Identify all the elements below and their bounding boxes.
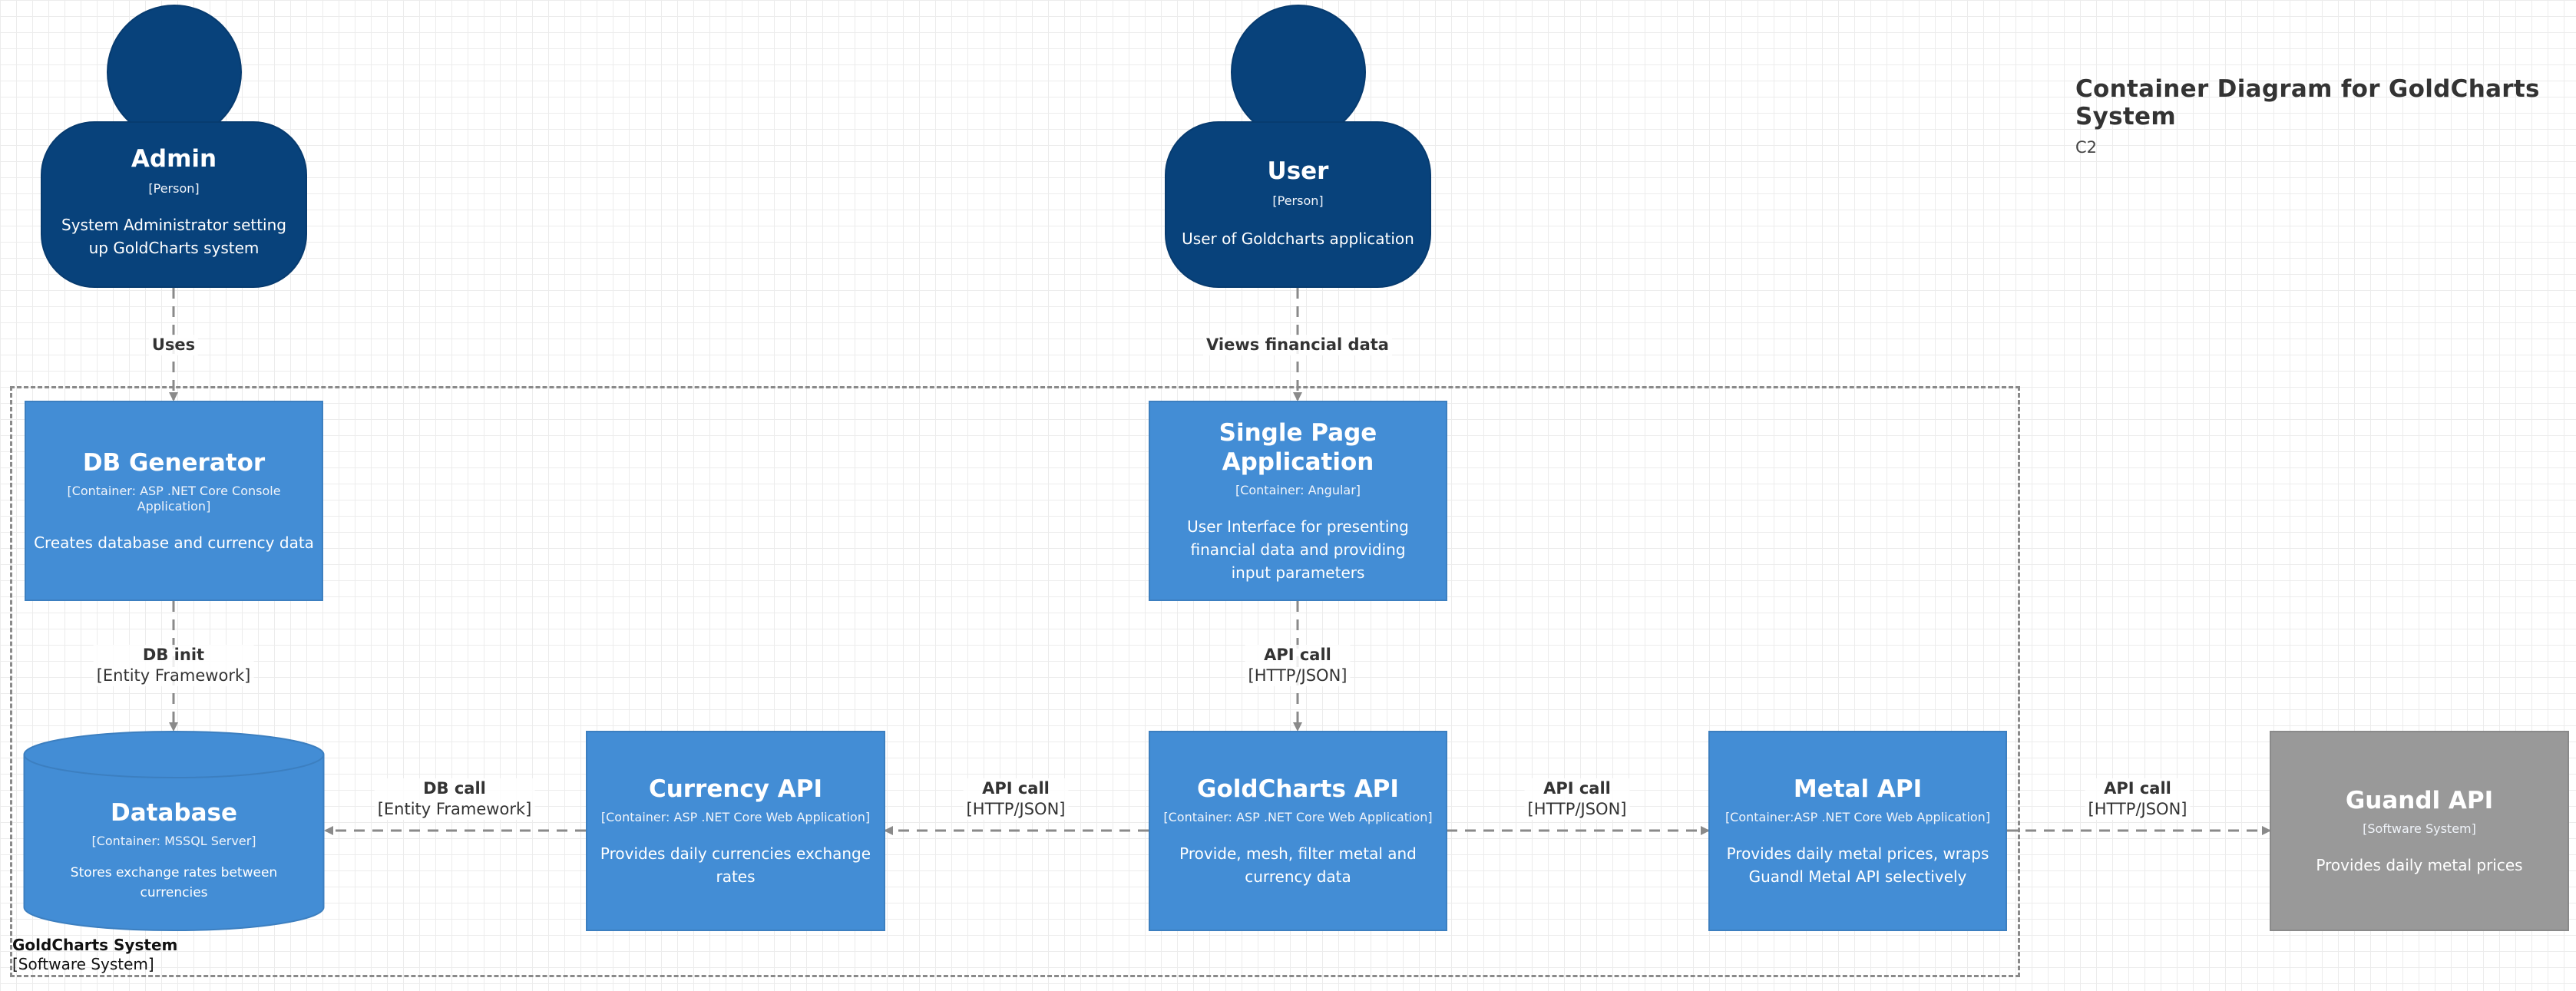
spa-type: [Container: Angular] (1235, 482, 1361, 497)
db-generator-name: DB Generator (82, 448, 266, 477)
spa-name: Single Page Application (1219, 418, 1377, 476)
user-person-head (1231, 5, 1366, 140)
edge-label-text: Views financial data (1206, 335, 1389, 354)
database-cylinder-icon[interactable] (23, 730, 325, 932)
edge-label-user-views: Views financial data (1203, 335, 1392, 355)
spa-description: User Interface for presenting financial … (1187, 517, 1409, 582)
database-description: Stores exchange rates between currencies (70, 865, 278, 900)
edge-label-text: API call (2104, 779, 2171, 798)
edge-label-db-init: DB init [Entity Framework] (93, 645, 254, 686)
edge-label-tech: [HTTP/JSON] (1527, 800, 1627, 818)
db-generator-description: Creates database and currency data (34, 533, 314, 552)
admin-person-head (107, 5, 242, 140)
boundary-type: [Software System] (12, 955, 154, 973)
diagram-title: Container Diagram for GoldCharts System (2075, 75, 2540, 130)
goldcharts-api-name: GoldCharts API (1197, 775, 1399, 803)
guandl-api-system[interactable]: Guandl API [Software System] Provides da… (2270, 731, 2569, 931)
edge-label-db-call: DB call [Entity Framework] (374, 778, 535, 820)
edge-label-text: DB call (423, 779, 486, 798)
diagram-subtitle: C2 (2075, 138, 2098, 157)
diagram-title-block: Container Diagram for GoldCharts System … (2075, 75, 2576, 157)
edge-label-text: Uses (151, 335, 196, 354)
edge-label-guandl-api-call: API call [HTTP/JSON] (2085, 778, 2191, 820)
user-name: User (1267, 157, 1329, 185)
currency-api-description: Provides daily currencies exchange rates (600, 844, 871, 886)
edge-label-tech: [HTTP/JSON] (2088, 800, 2187, 818)
edge-label-currency-api-call: API call [HTTP/JSON] (963, 778, 1069, 820)
edge-label-metal-api-call: API call [HTTP/JSON] (1524, 778, 1630, 820)
database-container: Database [Container: MSSQL Server] Store… (23, 798, 325, 903)
edge-label-text: API call (1543, 779, 1611, 798)
currency-api-type: [Container: ASP .NET Core Web Applicatio… (600, 809, 871, 824)
admin-name: Admin (131, 145, 217, 173)
edge-label-tech: [Entity Framework] (96, 666, 251, 685)
user-type: [Person] (1272, 193, 1324, 208)
metal-api-container[interactable]: Metal API [Container:ASP .NET Core Web A… (1708, 731, 2007, 931)
admin-person[interactable]: Admin [Person] System Administrator sett… (41, 121, 307, 288)
goldcharts-api-type: [Container: ASP .NET Core Web Applicatio… (1163, 809, 1433, 824)
admin-type: [Person] (148, 181, 200, 196)
user-description: User of Goldcharts application (1182, 230, 1414, 248)
guandl-api-name: Guandl API (2345, 786, 2494, 814)
guandl-api-description: Provides daily metal prices (2316, 855, 2523, 874)
edge-label-tech: [HTTP/JSON] (1248, 666, 1348, 685)
db-generator-container[interactable]: DB Generator [Container: ASP .NET Core C… (25, 401, 323, 601)
goldcharts-api-container[interactable]: GoldCharts API [Container: ASP .NET Core… (1149, 731, 1447, 931)
currency-api-container[interactable]: Currency API [Container: ASP .NET Core W… (586, 731, 885, 931)
database-type: [Container: MSSQL Server] (91, 834, 256, 848)
currency-api-name: Currency API (648, 775, 823, 803)
admin-description: System Administrator setting up GoldChar… (61, 216, 286, 257)
metal-api-type: [Container:ASP .NET Core Web Application… (1724, 809, 1991, 824)
spa-container[interactable]: Single Page Application [Container: Angu… (1149, 401, 1447, 601)
system-boundary-label: GoldCharts System [Software System] (12, 936, 177, 974)
edge-label-tech: [Entity Framework] (377, 800, 532, 818)
edge-label-tech: [HTTP/JSON] (966, 800, 1066, 818)
guandl-api-type: [Software System] (2363, 821, 2476, 836)
edge-label-admin-uses: Uses (148, 335, 199, 355)
edge-label-text: API call (982, 779, 1050, 798)
database-name: Database (111, 799, 237, 827)
boundary-name: GoldCharts System (12, 936, 178, 954)
edge-label-spa-api-call: API call [HTTP/JSON] (1245, 645, 1351, 686)
edge-label-text: API call (1264, 646, 1331, 664)
metal-api-name: Metal API (1793, 775, 1923, 803)
goldcharts-api-description: Provide, mesh, filter metal and currency… (1179, 844, 1417, 886)
metal-api-description: Provides daily metal prices, wraps Guand… (1726, 844, 1989, 886)
user-person[interactable]: User [Person] User of Goldcharts applica… (1165, 121, 1431, 288)
db-generator-type: [Container: ASP .NET Core Console Applic… (67, 483, 281, 514)
edge-label-text: DB init (142, 646, 205, 664)
system-boundary (10, 386, 2020, 977)
